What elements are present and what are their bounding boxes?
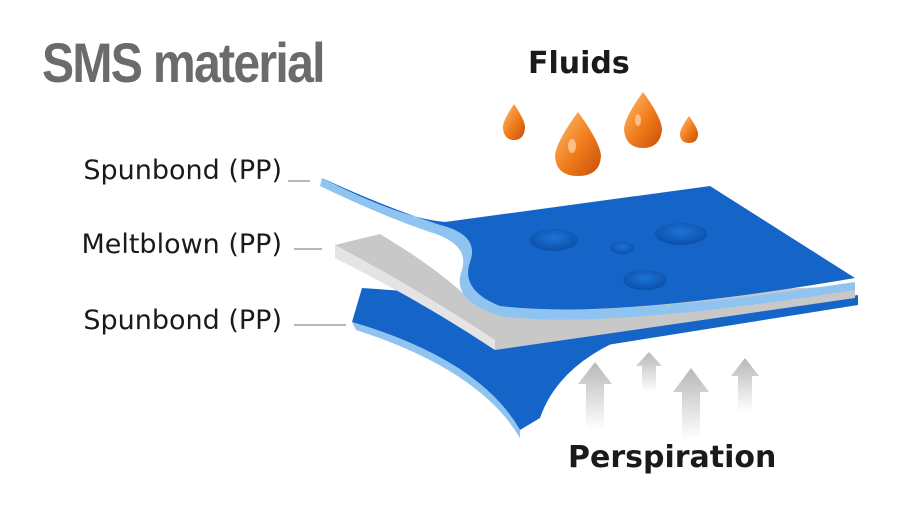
fluids-label: Fluids — [528, 46, 630, 81]
fluid-drops — [502, 92, 699, 176]
meltblown-layer — [335, 234, 855, 350]
bubble-icon — [623, 270, 667, 290]
bubble-icon — [655, 223, 707, 245]
top-spunbond-layer — [320, 178, 855, 320]
bubble-icon — [530, 229, 578, 251]
droplet-icon — [555, 112, 601, 176]
label-meltblown: Meltblown (PP) — [81, 229, 282, 260]
diagram-title: SMS material — [42, 31, 326, 94]
label-bottom-spunbond: Spunbond (PP) — [83, 305, 282, 336]
droplet-icon — [624, 92, 662, 148]
arrow-up-icon — [673, 368, 709, 440]
arrow-up-icon — [578, 362, 612, 430]
arrow-up-icon — [731, 358, 759, 412]
perspiration-label: Perspiration — [568, 440, 777, 475]
perspiration-arrows — [578, 352, 759, 440]
label-top-spunbond: Spunbond (PP) — [83, 155, 282, 186]
arrow-up-icon — [636, 352, 662, 392]
leader-lines — [288, 180, 346, 326]
droplet-icon — [679, 116, 699, 143]
bubble-icon — [610, 242, 634, 254]
droplet-icon — [502, 104, 526, 140]
